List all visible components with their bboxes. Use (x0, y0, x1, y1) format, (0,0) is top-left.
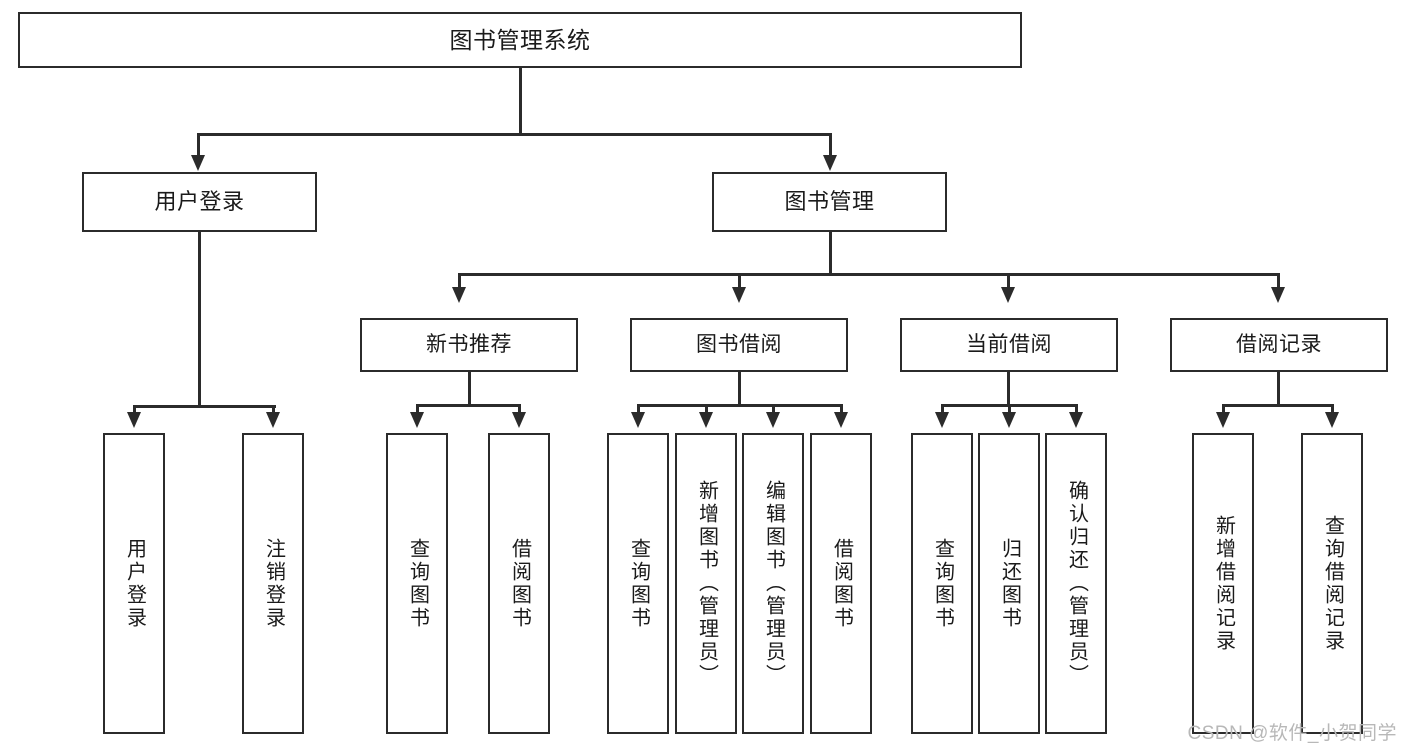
leaf-borrow-book-recommend[interactable]: 借阅图书 (488, 433, 550, 734)
connector-lvl3-drop-2 (738, 273, 741, 291)
connector-book-borrow-drop-3 (772, 404, 775, 418)
connector-user-login-drop-1 (133, 405, 136, 418)
arrowhead-book-borrow (732, 287, 746, 303)
node-label: 借阅图书 (830, 537, 853, 630)
connector-user-login-bus (134, 405, 276, 408)
arrowhead-leaf-confirm-return (1069, 412, 1083, 428)
node-label: 归还图书 (998, 537, 1021, 630)
node-label: 新增借阅记录 (1212, 514, 1235, 653)
node-label: 借阅图书 (508, 537, 531, 630)
node-label: 新增图书（管理员） (695, 480, 718, 687)
leaf-logout[interactable]: 注销登录 (242, 433, 304, 734)
node-label: 用户登录 (123, 537, 146, 630)
node-book-management[interactable]: 图书管理 (712, 172, 947, 232)
node-label: 查询图书 (931, 537, 954, 630)
connector-user-login-drop-2 (272, 405, 275, 418)
arrowhead-leaf-query-book-2 (631, 412, 645, 428)
node-user-login[interactable]: 用户登录 (82, 172, 317, 232)
connector-root-to-book-manage (829, 133, 832, 161)
arrowhead-leaf-query-book-3 (935, 412, 949, 428)
arrowhead-leaf-return-book (1002, 412, 1016, 428)
connector-lvl3-drop-1 (458, 273, 461, 291)
arrowhead-book-manage (823, 155, 837, 171)
connector-borrow-record-stem (1277, 372, 1280, 405)
arrowhead-leaf-logout (266, 412, 280, 428)
node-label: 新书推荐 (426, 333, 512, 357)
node-book-borrow[interactable]: 图书借阅 (630, 318, 848, 372)
node-label: 图书管理 (784, 188, 875, 214)
connector-book-borrow-drop-2 (705, 404, 708, 418)
connector-book-borrow-stem (738, 372, 741, 405)
connector-current-borrow-drop-3 (1075, 404, 1078, 418)
leaf-confirm-return[interactable]: 确认归还（管理员） (1045, 433, 1107, 734)
node-new-book-recommend[interactable]: 新书推荐 (360, 318, 578, 372)
connector-book-borrow-drop-4 (840, 404, 843, 418)
leaf-query-book-recommend[interactable]: 查询图书 (386, 433, 448, 734)
connector-borrow-record-drop-1 (1222, 404, 1225, 418)
leaf-query-book-current[interactable]: 查询图书 (911, 433, 973, 734)
arrowhead-new-book-recommend (452, 287, 466, 303)
node-label: 借阅记录 (1236, 333, 1322, 357)
connector-new-book-drop-2 (518, 404, 521, 418)
node-current-borrow[interactable]: 当前借阅 (900, 318, 1118, 372)
node-root-system[interactable]: 图书管理系统 (18, 12, 1022, 68)
leaf-add-borrow-record[interactable]: 新增借阅记录 (1192, 433, 1254, 734)
connector-new-book-drop-1 (416, 404, 419, 418)
connector-root-to-user-login (197, 133, 200, 161)
connector-new-book-bus (417, 404, 520, 407)
node-label: 查询图书 (406, 537, 429, 630)
connector-lvl3-drop-3 (1007, 273, 1010, 291)
leaf-query-book-borrow[interactable]: 查询图书 (607, 433, 669, 734)
leaf-return-book[interactable]: 归还图书 (978, 433, 1040, 734)
leaf-edit-book[interactable]: 编辑图书（管理员） (742, 433, 804, 734)
connector-book-borrow-drop-1 (637, 404, 640, 418)
node-label: 图书管理系统 (449, 26, 591, 53)
connector-root-stem (519, 68, 522, 134)
connector-new-book-stem (468, 372, 471, 405)
connector-user-login-stem (198, 232, 201, 406)
arrowhead-current-borrow (1001, 287, 1015, 303)
node-label: 编辑图书（管理员） (762, 480, 785, 687)
arrowhead-leaf-query-book-1 (410, 412, 424, 428)
node-label: 查询图书 (627, 537, 650, 630)
node-label: 当前借阅 (966, 333, 1052, 357)
connector-current-borrow-stem (1007, 372, 1010, 405)
leaf-query-borrow-record[interactable]: 查询借阅记录 (1301, 433, 1363, 734)
node-label: 图书借阅 (696, 333, 782, 357)
leaf-add-book[interactable]: 新增图书（管理员） (675, 433, 737, 734)
connector-borrow-record-drop-2 (1331, 404, 1334, 418)
arrowhead-leaf-borrow-book-2 (834, 412, 848, 428)
arrowhead-user-login (191, 155, 205, 171)
arrowhead-leaf-user-login (127, 412, 141, 428)
node-label: 用户登录 (154, 188, 245, 214)
arrowhead-leaf-add-book (699, 412, 713, 428)
arrowhead-leaf-edit-book (766, 412, 780, 428)
node-label: 确认归还（管理员） (1065, 480, 1088, 687)
arrowhead-leaf-borrow-book-1 (512, 412, 526, 428)
connector-root-bus (198, 133, 832, 136)
connector-lvl3-drop-4 (1277, 273, 1280, 291)
node-label: 查询借阅记录 (1321, 514, 1344, 653)
connector-book-manage-stem (829, 232, 832, 274)
connector-book-manage-bus (459, 273, 1279, 276)
node-label: 注销登录 (262, 537, 285, 630)
connector-current-borrow-drop-2 (1008, 404, 1011, 418)
node-borrow-record[interactable]: 借阅记录 (1170, 318, 1388, 372)
connector-borrow-record-bus (1223, 404, 1333, 407)
connector-current-borrow-drop-1 (941, 404, 944, 418)
arrowhead-leaf-query-record (1325, 412, 1339, 428)
arrowhead-borrow-record (1271, 287, 1285, 303)
leaf-user-login[interactable]: 用户登录 (103, 433, 165, 734)
connector-book-borrow-bus (638, 404, 842, 407)
leaf-borrow-book[interactable]: 借阅图书 (810, 433, 872, 734)
arrowhead-leaf-add-record (1216, 412, 1230, 428)
